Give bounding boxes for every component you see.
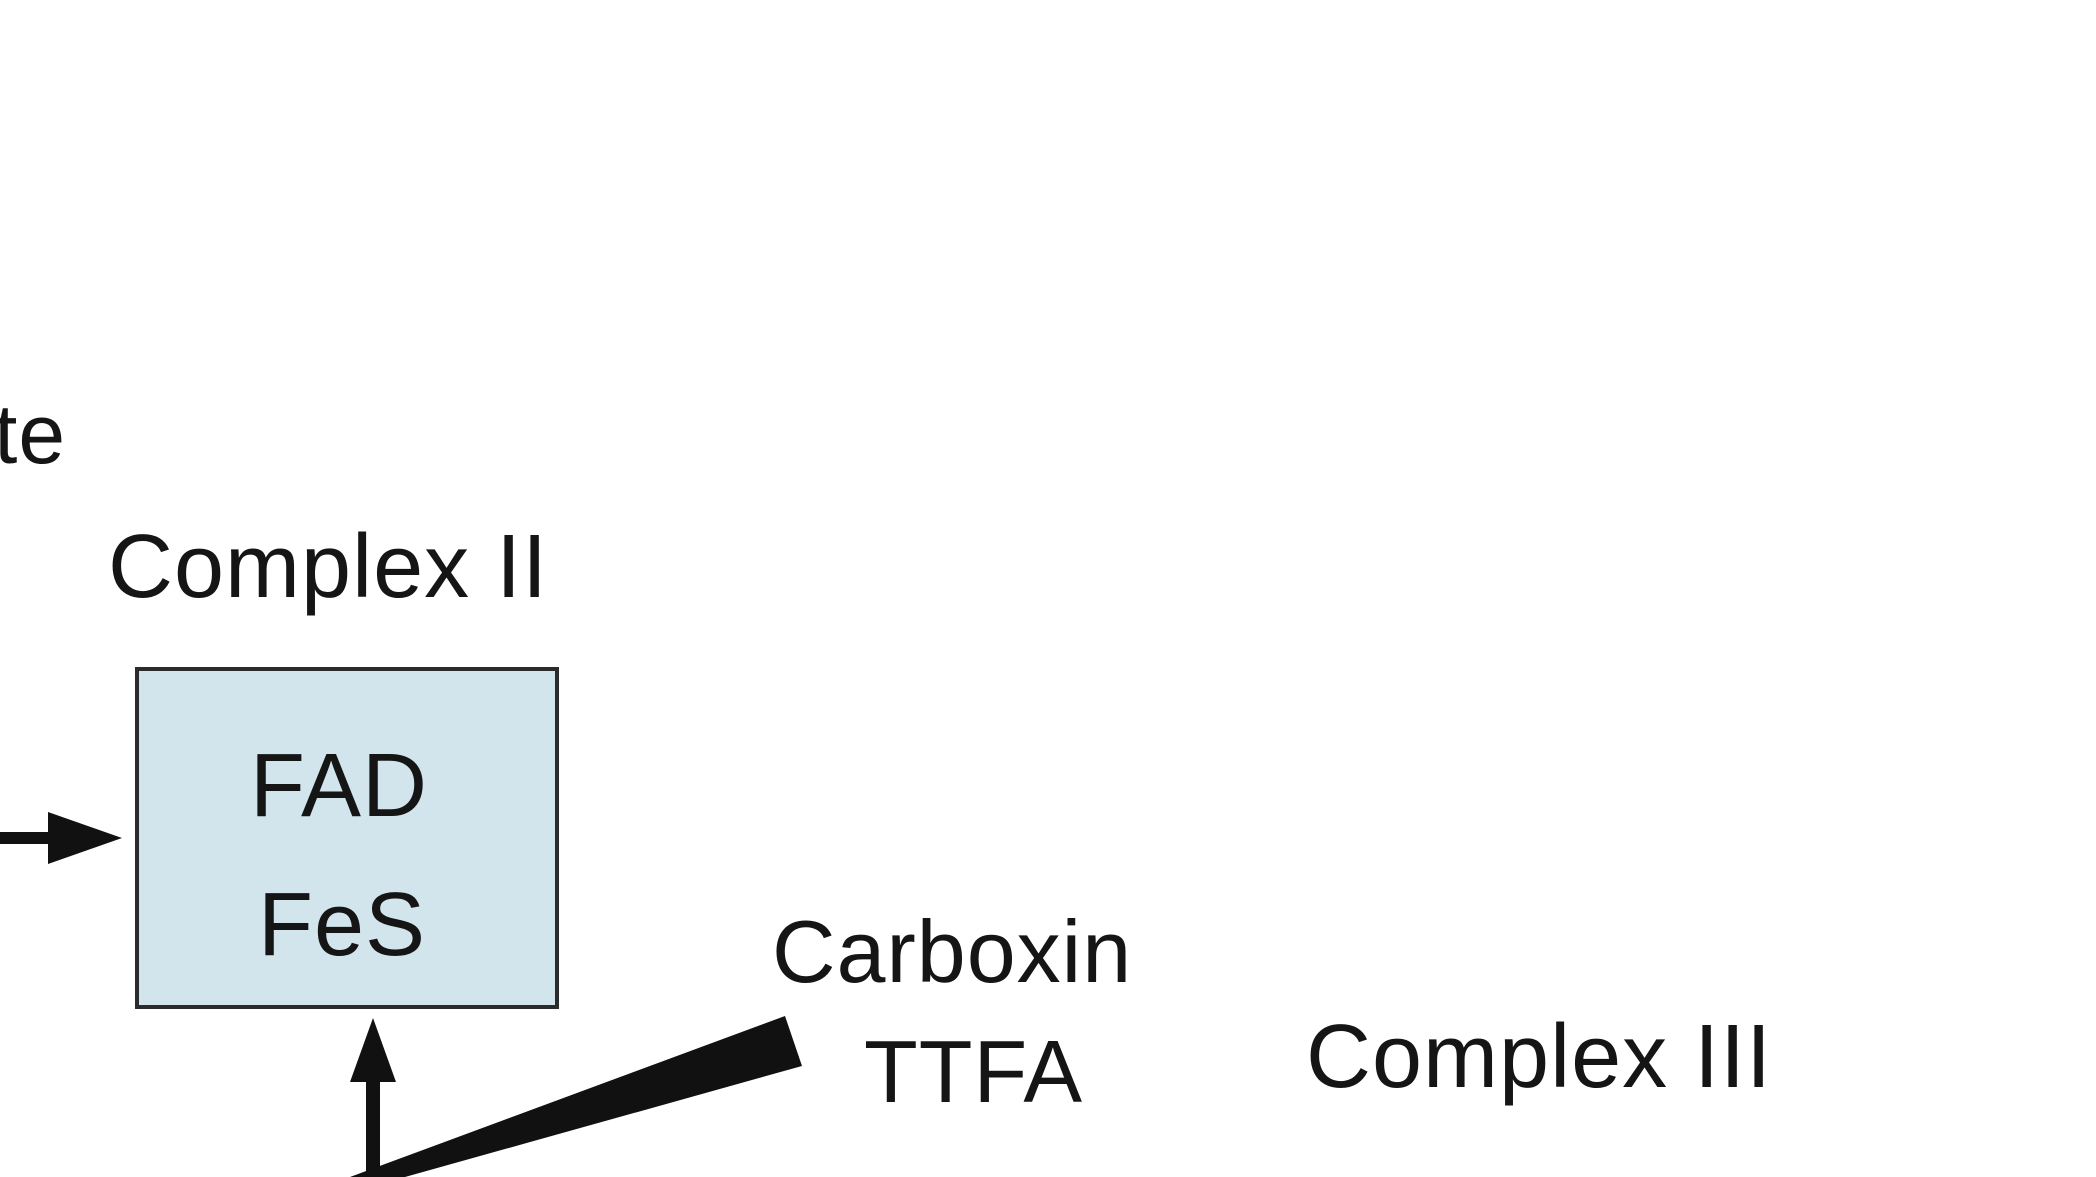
- fad-label: FAD: [250, 736, 429, 836]
- upward-arrow: [350, 1018, 396, 1177]
- fes-label: FeS: [258, 875, 427, 975]
- inhibition-bar: [350, 1016, 802, 1177]
- complex-ii-label: Complex II: [108, 517, 549, 617]
- carboxin-label: Carboxin: [772, 902, 1133, 1001]
- complex-ii-box: [135, 667, 559, 1009]
- ttfa-label: TTFA: [864, 1022, 1084, 1121]
- incoming-arrow: [0, 812, 122, 864]
- cut-off-label: te: [0, 387, 67, 481]
- complex-iii-label: Complex III: [1306, 1007, 1773, 1107]
